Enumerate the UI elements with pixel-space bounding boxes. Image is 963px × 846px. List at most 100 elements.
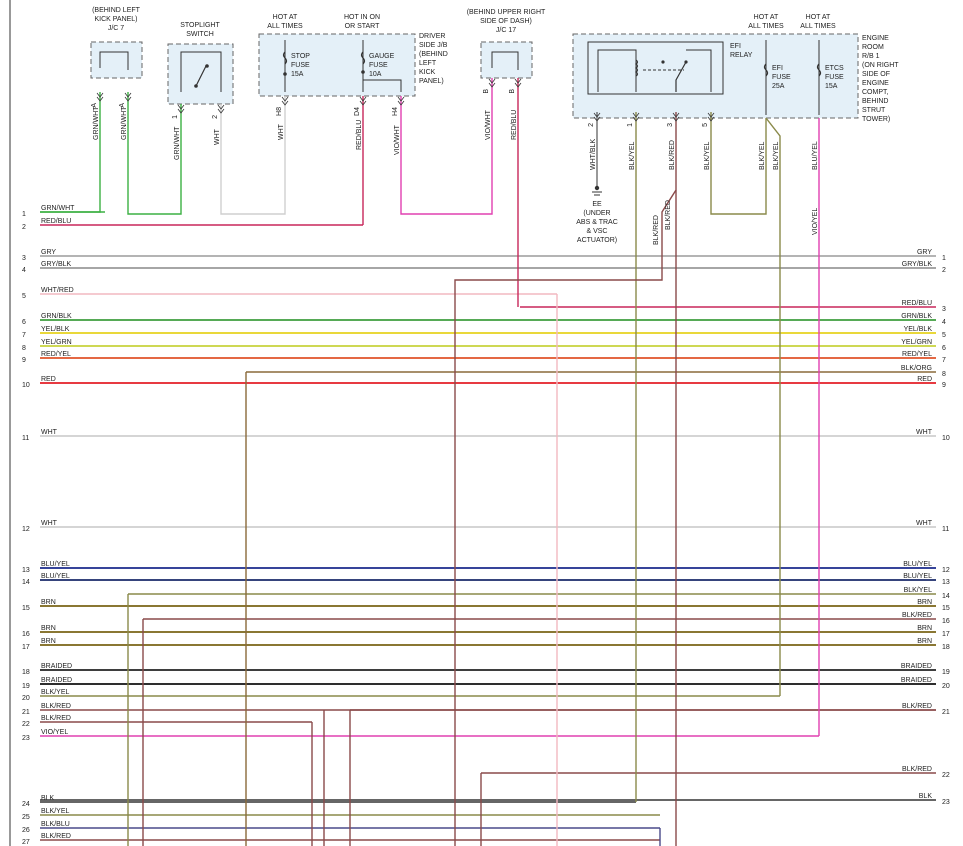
wire-rows: GRN/WHT1RED/BLU2GRY3GRY/BLK4WHT/RED5GRN/…	[22, 205, 950, 846]
pin-label-10: 2	[588, 123, 595, 127]
wire-right-label-10: WHT	[916, 429, 933, 436]
wire-left-label-3: GRY	[41, 249, 56, 256]
wire-left-label-19: BRAIDED	[41, 677, 72, 684]
pin-label-3: 1	[172, 115, 179, 119]
stoplight-label-1: STOPLIGHT	[180, 22, 220, 29]
vertical-label-1: GRN/WHT	[93, 106, 100, 140]
wire-right-label-19: BRAIDED	[901, 663, 932, 670]
etcs-fuse-label-2: FUSE	[825, 74, 844, 81]
wire-right-label-16: BLK/RED	[902, 612, 932, 619]
wire-left-label-1: GRN/WHT	[41, 205, 75, 212]
pin-label-2: A	[119, 103, 126, 108]
wire-right-num-5: 5	[942, 332, 946, 339]
wire-left-label-7: YEL/BLK	[41, 326, 70, 333]
efi-fuse-label-2: FUSE	[772, 74, 791, 81]
wire-left-label-6: GRN/BLK	[41, 313, 72, 320]
vertical-label-16: BLU/YEL	[812, 141, 819, 170]
efi-fuse-header-1: HOT AT	[754, 14, 779, 21]
wire-left-label-17: BRN	[41, 638, 56, 645]
jc17-label-3: J/C 17	[496, 27, 516, 34]
pin-label-7: H4	[392, 107, 399, 116]
relay-coil-icon	[634, 59, 639, 77]
gauge-fuse-label-1: GAUGE	[369, 53, 395, 60]
wire-left-num-27: 27	[22, 839, 30, 846]
wire-right-label-5: YEL/BLK	[904, 326, 933, 333]
vertical-label-6: RED/BLU	[356, 120, 363, 150]
driver-jb-label-3: (BEHIND	[419, 51, 448, 58]
wire-right-label-7: RED/YEL	[902, 351, 932, 358]
wire-right-label-21: BLK/RED	[902, 703, 932, 710]
driver-jb-box: HOT AT ALL TIMES STOP FUSE 15A HOT IN ON…	[258, 14, 448, 97]
wire-left-num-6: 6	[22, 319, 26, 326]
etcs-fuse-header-2: ALL TIMES	[800, 23, 836, 30]
jc7-label-3: J/C 7	[108, 25, 124, 32]
pin-label-8: B	[483, 89, 490, 94]
stop-fuse-icon	[282, 51, 288, 65]
wire-right-label-6: YEL/GRN	[901, 339, 932, 346]
svg-text:COMPT,: COMPT,	[862, 89, 889, 96]
connector-icon	[177, 104, 185, 114]
wire-right-label-13: BLU/YEL	[903, 573, 932, 580]
ground-label-2: (UNDER	[583, 210, 610, 217]
wire-right-num-2: 2	[942, 267, 946, 274]
jc7-label-1: (BEHIND LEFT	[92, 7, 141, 14]
ground-label-4: & VSC	[586, 228, 607, 235]
wire-left-num-10: 10	[22, 382, 30, 389]
wire-right-label-17: BRN	[917, 625, 932, 632]
stop-fuse-label-3: 15A	[291, 71, 304, 78]
wire-right-num-3: 3	[942, 306, 946, 313]
stoplight-switch-box: STOPLIGHT SWITCH	[167, 22, 234, 105]
pin-label-5: H8	[276, 107, 283, 116]
wire-right-label-2: GRY/BLK	[902, 261, 933, 268]
gauge-fuse-header-2: OR START	[345, 23, 380, 30]
wire-right-label-20: BRAIDED	[901, 677, 932, 684]
wire-vertical-11	[765, 117, 781, 696]
jc17-label-1: (BEHIND UPPER RIGHT	[467, 9, 546, 16]
pin-label-11: 1	[627, 123, 634, 127]
wire-left-label-21: BLK/RED	[41, 703, 71, 710]
wire-left-label-27: BLK/RED	[41, 833, 71, 840]
wire-left-num-24: 24	[22, 801, 30, 808]
gauge-fuse-icon	[360, 51, 366, 65]
jc17-box: (BEHIND UPPER RIGHT SIDE OF DASH) J/C 17	[467, 9, 546, 79]
vertical-label-2: GRN/WHT	[121, 106, 128, 140]
wire-left-num-13: 13	[22, 567, 30, 574]
efi-fuse-icon	[763, 63, 769, 77]
stoplight-label-2: SWITCH	[186, 31, 214, 38]
wire-left-label-26: BLK/BLU	[41, 821, 70, 828]
wire-left-num-12: 12	[22, 526, 30, 533]
efi-fuse-header-2: ALL TIMES	[748, 23, 784, 30]
wire-right-num-14: 14	[942, 593, 950, 600]
vertical-label-15: BLK/YEL	[773, 141, 780, 170]
connector-icon	[672, 112, 680, 122]
wire-right-num-19: 19	[942, 669, 950, 676]
ground-label-1: EE	[592, 201, 602, 208]
wire-left-num-23: 23	[22, 735, 30, 742]
wire-right-num-4: 4	[942, 319, 946, 326]
wire-right-label-23: BLK	[919, 793, 933, 800]
wire-right-label-14: BLK/YEL	[904, 587, 933, 594]
svg-text:(ON RIGHT: (ON RIGHT	[862, 62, 899, 69]
wire-right-num-12: 12	[942, 567, 950, 574]
wire-left-num-17: 17	[22, 644, 30, 651]
wire-left-label-2: RED/BLU	[41, 218, 71, 225]
ground-label-5: ACTUATOR)	[577, 237, 617, 244]
efi-fuse-label-3: 25A	[772, 83, 785, 90]
connector-icon	[707, 112, 715, 122]
svg-text:BEHIND: BEHIND	[862, 98, 888, 105]
wire-left-label-12: WHT	[41, 520, 58, 527]
vertical-label-3: GRN/WHT	[174, 126, 181, 160]
engine-rb-label: ENGINE ROOM R/B 1 (ON RIGHT SIDE OF ENGI…	[862, 35, 899, 123]
wire-left-num-1: 1	[22, 211, 26, 218]
wire-vertical-2	[127, 92, 182, 215]
wire-left-num-15: 15	[22, 605, 30, 612]
switch-contact-icon	[195, 65, 207, 87]
wire-left-num-16: 16	[22, 631, 30, 638]
wire-right-num-7: 7	[942, 357, 946, 364]
wire-right-num-1: 1	[942, 255, 946, 262]
connector-icon	[124, 92, 132, 102]
etcs-fuse-label-1: ETCS	[825, 65, 844, 72]
